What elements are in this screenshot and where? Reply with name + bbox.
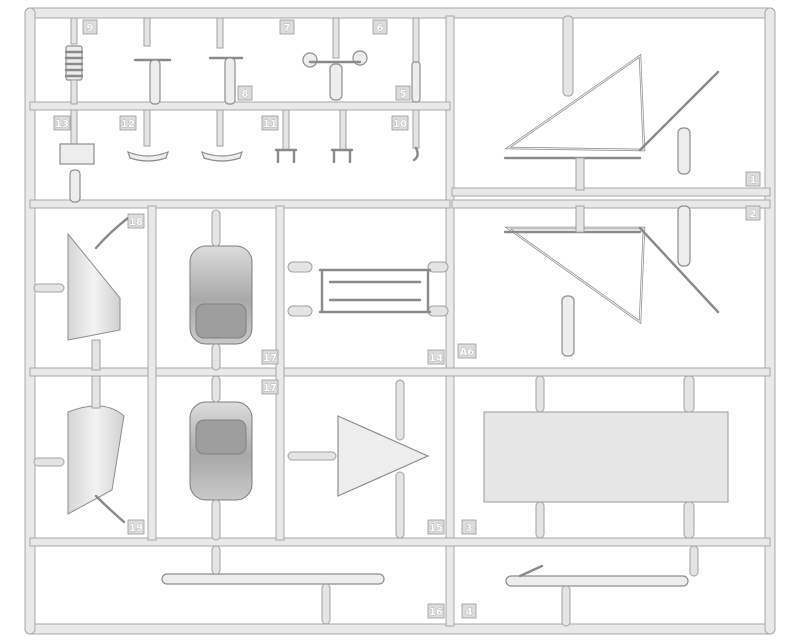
part-17-seat-b	[189, 375, 253, 541]
part-12-pedals	[127, 109, 243, 162]
part-1-frame	[503, 15, 720, 191]
outer-runner	[24, 7, 776, 635]
part-9-spring	[64, 17, 84, 105]
part-18-cup	[33, 216, 130, 371]
part-17-seat-a	[189, 209, 253, 371]
inner-runners	[29, 15, 771, 627]
part-2-frame	[503, 205, 720, 357]
part-19-cup	[33, 375, 126, 524]
part-11-forks	[274, 109, 420, 164]
tag-17-a: 17	[263, 353, 277, 364]
tag-17-b: 17	[263, 383, 277, 394]
tag-10: 10	[393, 119, 407, 130]
tag-9: 9	[87, 23, 94, 34]
tag-1: 1	[750, 175, 757, 186]
tag-7: 7	[284, 23, 291, 34]
part-7-lever	[133, 17, 244, 105]
tag-8: 8	[242, 89, 249, 100]
tag-3: 3	[466, 523, 473, 534]
part-3-plate	[483, 375, 729, 539]
part-6-valve	[302, 17, 421, 103]
tag-4: 4	[466, 607, 473, 618]
tag-6: 6	[377, 23, 384, 34]
tag-19: 19	[129, 523, 143, 534]
tag-18: 18	[129, 217, 143, 228]
part-14-handle	[287, 261, 449, 317]
part-13-block	[59, 109, 95, 203]
tag-12: 12	[121, 119, 135, 130]
tag-5: 5	[400, 89, 407, 100]
tag-2: 2	[750, 209, 757, 220]
tag-14: 14	[429, 353, 443, 364]
number-tags: 9 7 6 8 5 13 12 11 10 1 2 18 17 14 A6 17…	[53, 19, 761, 619]
part-16-rail	[161, 545, 385, 625]
tag-11: 11	[263, 119, 277, 130]
tag-a6: A6	[460, 347, 475, 358]
tag-16: 16	[429, 607, 443, 618]
tag-13: 13	[55, 119, 69, 130]
tag-15: 15	[429, 523, 443, 534]
part-4-rail	[505, 545, 699, 627]
part-15-triangle	[287, 379, 430, 539]
